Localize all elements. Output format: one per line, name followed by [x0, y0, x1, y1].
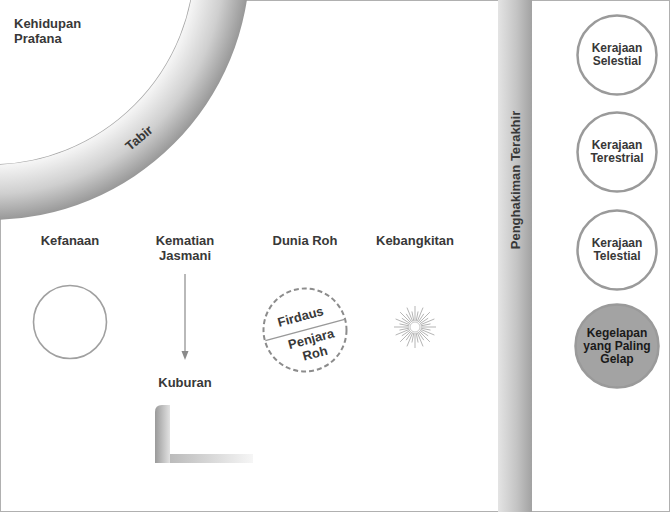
judgment-band: Penghakiman Terakhir	[498, 0, 532, 512]
burst-ray	[417, 333, 423, 347]
burst-ray	[415, 333, 416, 348]
column-heading: Kefanaan	[41, 233, 100, 248]
resurrection-burst: Kebangkitan	[393, 305, 437, 349]
circle-shape	[578, 16, 657, 95]
burst-ray	[415, 306, 416, 321]
circle-label: Kegelapan yang Paling Gelap	[581, 327, 653, 366]
burst-ray	[421, 319, 435, 325]
burst-ray	[421, 327, 436, 328]
burst-ray	[407, 308, 413, 322]
circle-outline	[32, 284, 108, 360]
burst-ray	[396, 329, 410, 335]
column-heading: Dunia Roh	[273, 233, 338, 248]
grave-slab	[155, 405, 170, 463]
circle-shape	[576, 305, 659, 388]
burst-core	[410, 322, 420, 332]
veil-ring	[0, 0, 250, 220]
band-label: Penghakiman Terakhir	[508, 111, 523, 249]
kingdom-circle: Kerajaan Telestial	[576, 209, 658, 291]
burst-ray	[394, 327, 409, 328]
text-slot: Dunia Roh	[273, 233, 338, 248]
burst-ray	[412, 311, 414, 321]
death-arrow-head	[182, 351, 189, 360]
text-slot: Kefanaan	[41, 233, 100, 248]
burst-ray	[399, 328, 409, 330]
text-slot: Kerajaan Terestrial	[581, 139, 653, 165]
circle-label: Kerajaan Selestial	[581, 42, 653, 68]
column-heading: Kebangkitan	[376, 233, 454, 248]
circle-shape	[578, 113, 657, 192]
text-slot: Kematian Jasmani	[145, 233, 225, 263]
column-heading: Kematian Jasmani	[145, 233, 225, 263]
kingdom-circle: Kegelapan yang Paling Gelap	[574, 303, 660, 389]
text-slot: Kegelapan yang Paling Gelap	[581, 327, 653, 366]
text-slot: Kerajaan Selestial	[581, 42, 653, 68]
mortality-circle: Kefanaan	[32, 284, 108, 360]
circle-shape	[578, 211, 657, 290]
kingdom-circle: Kerajaan Selestial	[576, 14, 658, 96]
grave-label: Kuburan	[158, 375, 211, 390]
death-arrow-line	[184, 274, 185, 352]
circle-label: Kerajaan Telestial	[581, 237, 653, 263]
burst-icon	[393, 305, 437, 349]
burst-ray	[421, 324, 431, 326]
circle-shape	[34, 286, 107, 359]
circle-label: Kerajaan Terestrial	[581, 139, 653, 165]
text-slot: Penghakiman Terakhir	[508, 111, 523, 249]
circle-shape	[264, 289, 347, 372]
grave-node: Kuburan	[150, 372, 255, 467]
text-slot: Kebangkitan	[376, 233, 454, 248]
text-slot: Kerajaan Telestial	[581, 237, 653, 263]
text-slot: Kuburan	[158, 375, 211, 390]
kingdom-circle: Kerajaan Terestrial	[576, 111, 658, 193]
text-slot: Kehidupan Prafana	[14, 16, 106, 46]
region-label: Kehidupan Prafana	[14, 16, 106, 46]
spirit-world-circle: FirdausPenjara RohDunia Roh	[262, 287, 348, 373]
burst-ray	[416, 333, 418, 343]
